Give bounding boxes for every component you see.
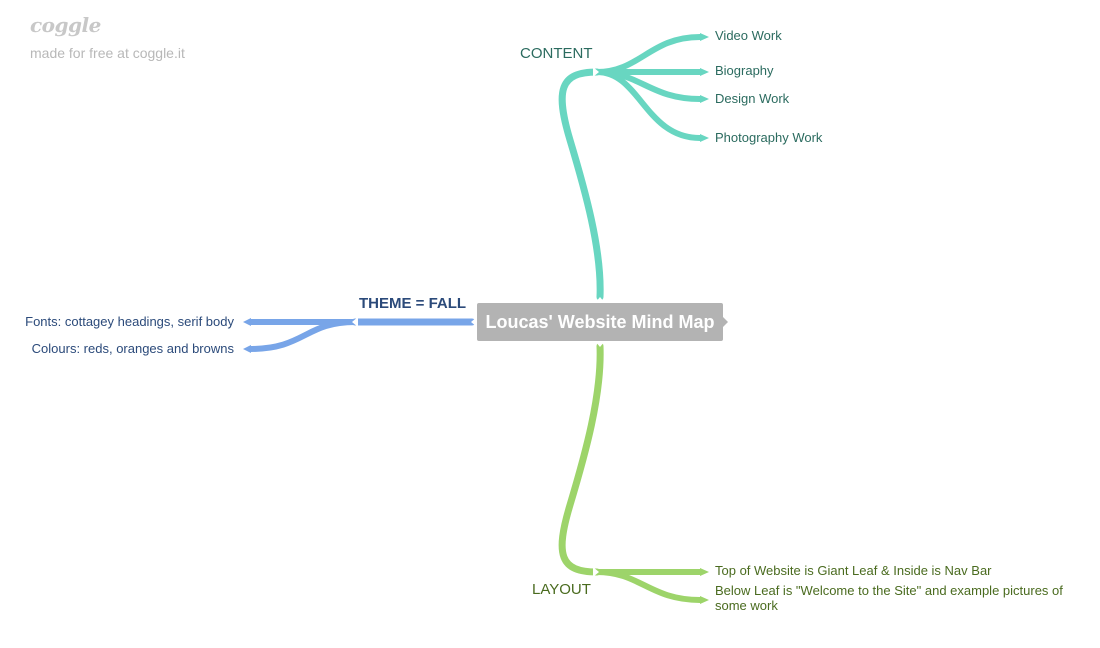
layout-item-top-of-website[interactable]: Top of Website is Giant Leaf & Inside is… [715,563,992,578]
theme-branch [243,318,476,353]
content-item-design-work[interactable]: Design Work [715,91,790,106]
theme-arrow-colours [243,345,251,353]
content-item-biography[interactable]: Biography [715,63,774,78]
content-link-video-work [594,34,703,75]
theme-item-colours[interactable]: Colours: reds, oranges and browns [31,341,234,356]
center-notch-left [471,317,477,327]
layout-arrow-below-leaf [700,596,709,604]
content-item-video-work[interactable]: Video Work [715,28,782,43]
content-arrow-video-work [700,33,709,41]
layout-arrow-top-of-website [700,568,709,576]
coggle-logo: coggle [30,13,101,37]
content-branch-label[interactable]: CONTENT [520,45,593,62]
content-arrow-biography [700,68,709,76]
theme-join-notch [352,317,358,327]
layout-join-notch [593,567,599,577]
theme-branch-label[interactable]: THEME = FALL [359,295,467,312]
content-link-photography-work [594,69,703,141]
theme-link-colours [247,319,358,352]
central-topic-node[interactable]: Loucas' Website Mind Map [477,303,723,341]
content-arrow-photography-work [700,134,709,142]
theme-item-fonts[interactable]: Fonts: cottagey headings, serif body [25,314,234,329]
layout-branch [558,342,709,604]
coggle-tagline: made for free at coggle.it [30,45,185,61]
layout-branch-label[interactable]: LAYOUT [532,581,591,598]
layout-trunk-line [558,342,604,576]
theme-arrow-fonts [243,318,251,326]
content-branch [558,33,709,301]
content-join-notch [593,67,599,77]
layout-item-below-leaf[interactable]: Below Leaf is "Welcome to the Site" and … [715,583,1063,613]
content-item-photography-work[interactable]: Photography Work [715,130,823,145]
content-arrow-design-work [700,95,709,103]
content-trunk-line [558,68,604,301]
center-notch-bottom [595,341,605,347]
layout-link-below-leaf [594,569,703,603]
coggle-watermark: coggle made for free at coggle.it [30,12,185,62]
center-notch-top [595,297,605,303]
center-notch-right [723,317,728,327]
